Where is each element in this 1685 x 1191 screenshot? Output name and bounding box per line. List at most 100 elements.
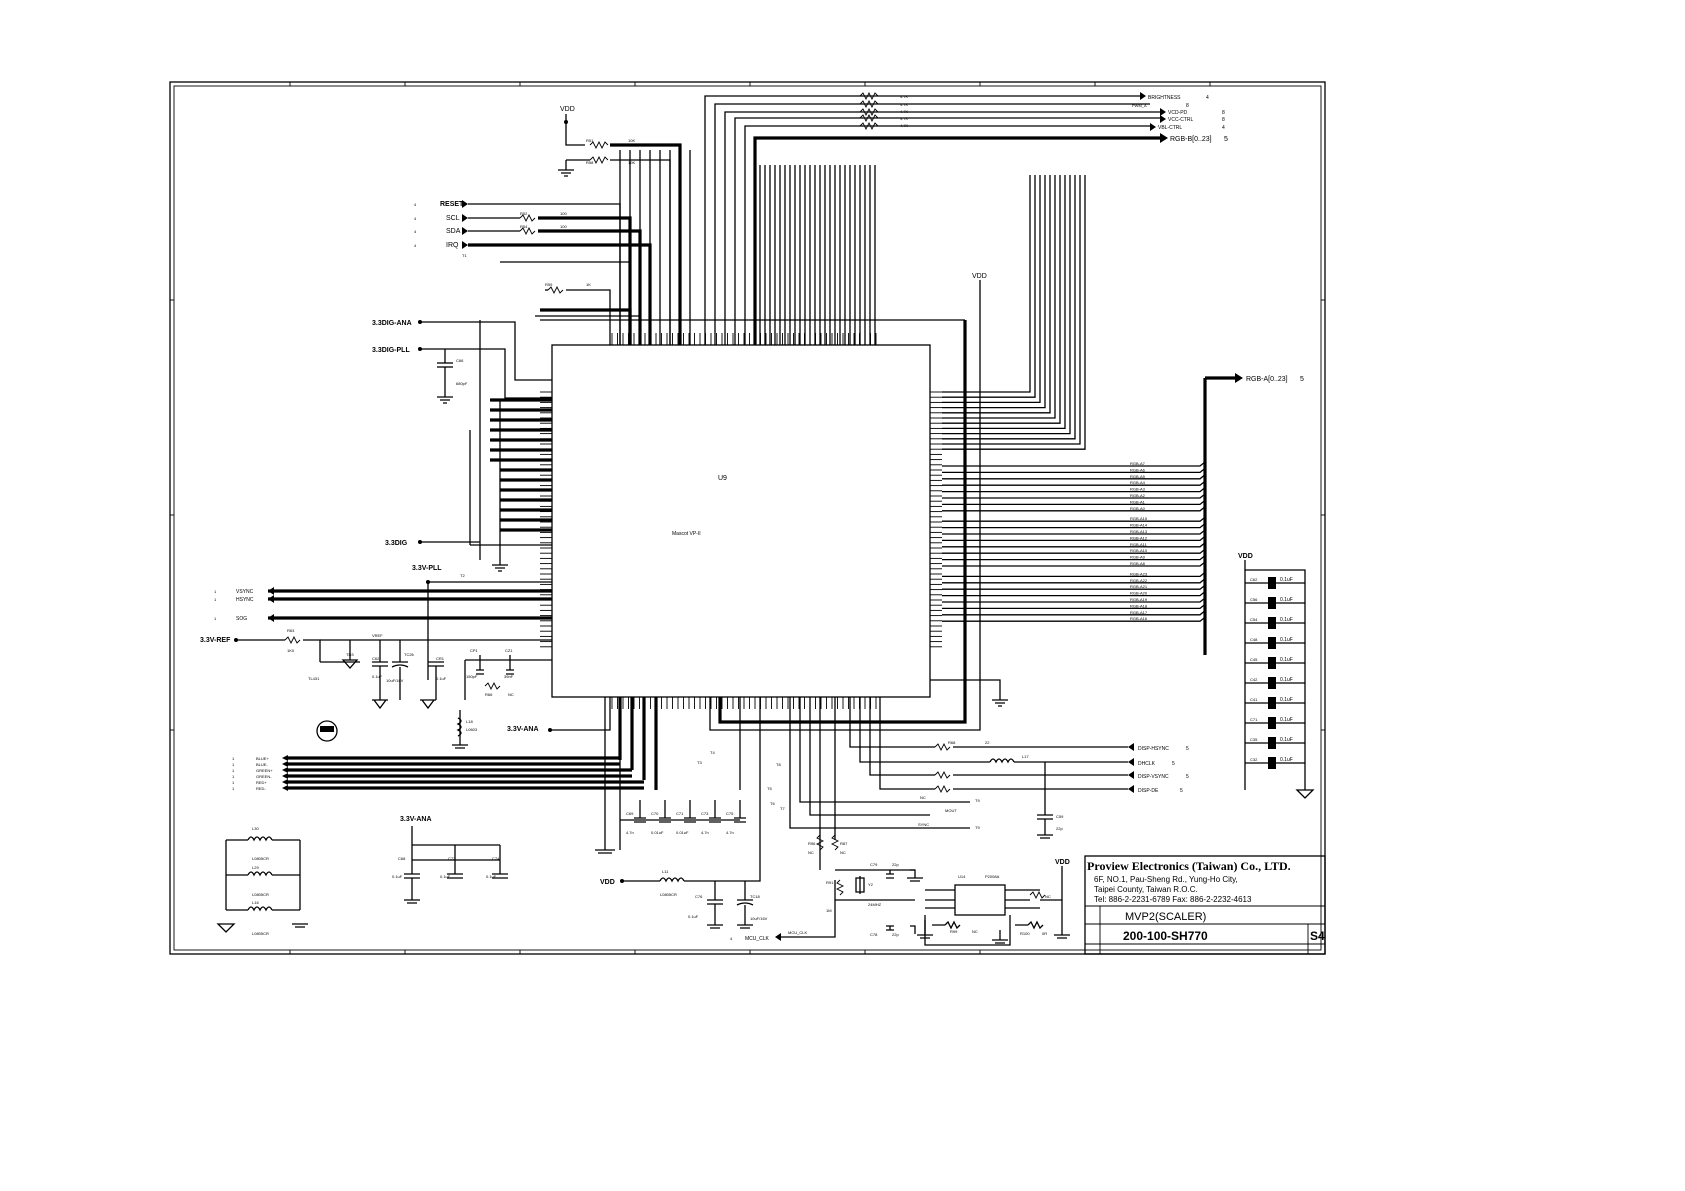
port-vsync[interactable]: 1 VSYNC — [214, 587, 552, 595]
svg-text:4.7K: 4.7K — [900, 123, 909, 128]
svg-text:3.3DIG-PLL: 3.3DIG-PLL — [372, 347, 410, 354]
company-address-1: 6F, NO.1, Pau-Sheng Rd., Yung-Ho City, — [1094, 875, 1238, 884]
svg-text:BLUE-: BLUE- — [256, 762, 268, 767]
svg-text:8: 8 — [1222, 110, 1225, 116]
svg-text:DISP-HSYNC: DISP-HSYNC — [1138, 746, 1169, 752]
svg-text:10K: 10K — [628, 138, 635, 143]
port-scl[interactable]: 4 SCL R52 100 — [414, 211, 632, 345]
ana-cap-group: 3.3V-ANA C68 0.1uF C72 0.1uF C74 0.1uF — [392, 816, 508, 904]
svg-text:0.1uF: 0.1uF — [1280, 617, 1293, 623]
svg-text:C73: C73 — [701, 811, 709, 816]
svg-text:1: 1 — [232, 786, 235, 791]
svg-text:10K: 10K — [628, 160, 635, 165]
svg-text:RGB-B[0..23]: RGB-B[0..23] — [1170, 136, 1212, 143]
port-sda[interactable]: 4 SDA R54 100 — [414, 224, 642, 345]
svg-text:C32: C32 — [1250, 757, 1258, 762]
rgb-a-net-label: RGB-A9 — [1130, 555, 1146, 560]
svg-text:VDD: VDD — [560, 106, 575, 113]
svg-text:4.7K: 4.7K — [900, 109, 909, 114]
rgb-a-bus: RGB-A[0..23] 5 RGB-A7RGB-A6RGB-A5RGB-A4R… — [942, 373, 1304, 655]
top-signal-buses — [619, 95, 1160, 345]
svg-text:1: 1 — [214, 589, 217, 594]
port-vcc-ctrl[interactable]: VCC-CTRL 8 — [1160, 115, 1225, 123]
svg-text:C69: C69 — [626, 811, 634, 816]
mcu-clock: 4 MCU_CLK MCU_CLK R96 NC R87 NC Y2 24MHZ… — [730, 697, 923, 942]
port-irq[interactable]: 4 IRQ T1 — [414, 241, 652, 345]
port-reset[interactable]: 4 RESET — [414, 200, 621, 345]
svg-text:RED+: RED+ — [256, 780, 267, 785]
port-disp-hsync[interactable]: DISP-HSYNC 5 — [1128, 743, 1189, 752]
svg-text:T8: T8 — [776, 762, 781, 767]
vdd-bottom-filter: VDD L11 L0805CR C76 0.1uF TC18 10uF/16V — [600, 697, 768, 929]
svg-text:NC: NC — [508, 692, 514, 697]
svg-text:1: 1 — [232, 756, 235, 761]
svg-text:SDA: SDA — [446, 228, 461, 235]
port-brightness[interactable]: BRIGHTNESS 4 — [1140, 92, 1209, 101]
rgb-a-net-label: RGB-A13 — [1130, 529, 1148, 534]
svg-text:0.1uF: 0.1uF — [1280, 597, 1293, 603]
port-rgb-b-bus[interactable]: RGB-B[0..23] 5 — [1160, 133, 1228, 143]
svg-text:DISP-VSYNC: DISP-VSYNC — [1138, 774, 1169, 780]
rgb-a-net-label: RGB-A3 — [1130, 487, 1146, 492]
rgb-a-net-label: RGB-A10 — [1130, 548, 1148, 553]
rgb-a-net-label: RGB-A23 — [1130, 571, 1148, 576]
svg-text:VREF: VREF — [372, 633, 383, 638]
svg-text:C70: C70 — [651, 811, 659, 816]
svg-text:100: 100 — [560, 224, 567, 229]
title-block: Proview Electronics (Taiwan) Co., LTD. 6… — [1084, 855, 1326, 955]
rgb-a-net-label: RGB-A14 — [1130, 523, 1148, 528]
svg-text:T5: T5 — [767, 786, 772, 791]
port-disp-de[interactable]: DISP-DE 5 — [1128, 785, 1183, 794]
port-hsync[interactable]: 1 HSYNC — [214, 595, 552, 603]
svg-text:0.1uF: 0.1uF — [1280, 737, 1293, 743]
svg-text:T4: T4 — [710, 750, 715, 755]
svg-text:PWM_A: PWM_A — [1132, 103, 1147, 108]
svg-text:U14: U14 — [958, 874, 966, 879]
svg-text:C74: C74 — [492, 856, 500, 861]
svg-text:SYNC: SYNC — [918, 822, 929, 827]
svg-text:R66: R66 — [485, 692, 493, 697]
svg-text:NC: NC — [808, 850, 814, 855]
svg-text:VDD: VDD — [1055, 859, 1070, 866]
svg-text:0.1uF: 0.1uF — [392, 874, 403, 879]
port-pwm-a[interactable]: PWM_A 8 — [1132, 103, 1189, 109]
svg-text:0.01uF: 0.01uF — [676, 830, 689, 835]
port-sog[interactable]: 1 SOG — [214, 614, 552, 622]
ic-u9-part: Mascot VP-II — [672, 531, 701, 537]
svg-text:22p: 22p — [1056, 826, 1063, 831]
svg-text:L29: L29 — [252, 865, 259, 870]
svg-text:3.3V-ANA: 3.3V-ANA — [400, 816, 432, 823]
svg-text:10uF/16V: 10uF/16V — [386, 678, 404, 683]
port-disp-vsync[interactable]: DISP-VSYNC 5 — [1128, 771, 1189, 780]
port-vbl-ctrl[interactable]: VBL-CTRL 4 — [1150, 123, 1225, 131]
ic-u9: U9 Mascot VP-II — [540, 333, 942, 709]
svg-text:DISP-DE: DISP-DE — [1138, 788, 1159, 794]
svg-text:L17: L17 — [1022, 754, 1029, 759]
svg-text:C62: C62 — [372, 656, 380, 661]
svg-text:4: 4 — [414, 229, 417, 234]
svg-text:R51: R51 — [586, 138, 594, 143]
svg-text:R59: R59 — [545, 282, 553, 287]
svg-text:C76: C76 — [695, 894, 703, 899]
svg-text:L0603: L0603 — [466, 727, 478, 732]
port-dhclk[interactable]: DHCLK 5 — [1128, 758, 1175, 767]
port-vcd-pd[interactable]: VCD-PD 8 — [1160, 108, 1225, 116]
svg-text:L0805CR: L0805CR — [252, 931, 269, 936]
svg-text:0.1uF: 0.1uF — [688, 914, 699, 919]
svg-text:HSYNC: HSYNC — [236, 597, 254, 603]
rgb-a-net-label: RGB-A11 — [1130, 542, 1148, 547]
svg-text:3.3DIG-ANA: 3.3DIG-ANA — [372, 320, 412, 327]
svg-text:4.7K: 4.7K — [900, 116, 909, 121]
svg-text:C35: C35 — [1250, 737, 1258, 742]
port-rgb-a-bus[interactable]: RGB-A[0..23] 5 — [1235, 373, 1304, 383]
svg-text:L0805CR: L0805CR — [252, 856, 269, 861]
